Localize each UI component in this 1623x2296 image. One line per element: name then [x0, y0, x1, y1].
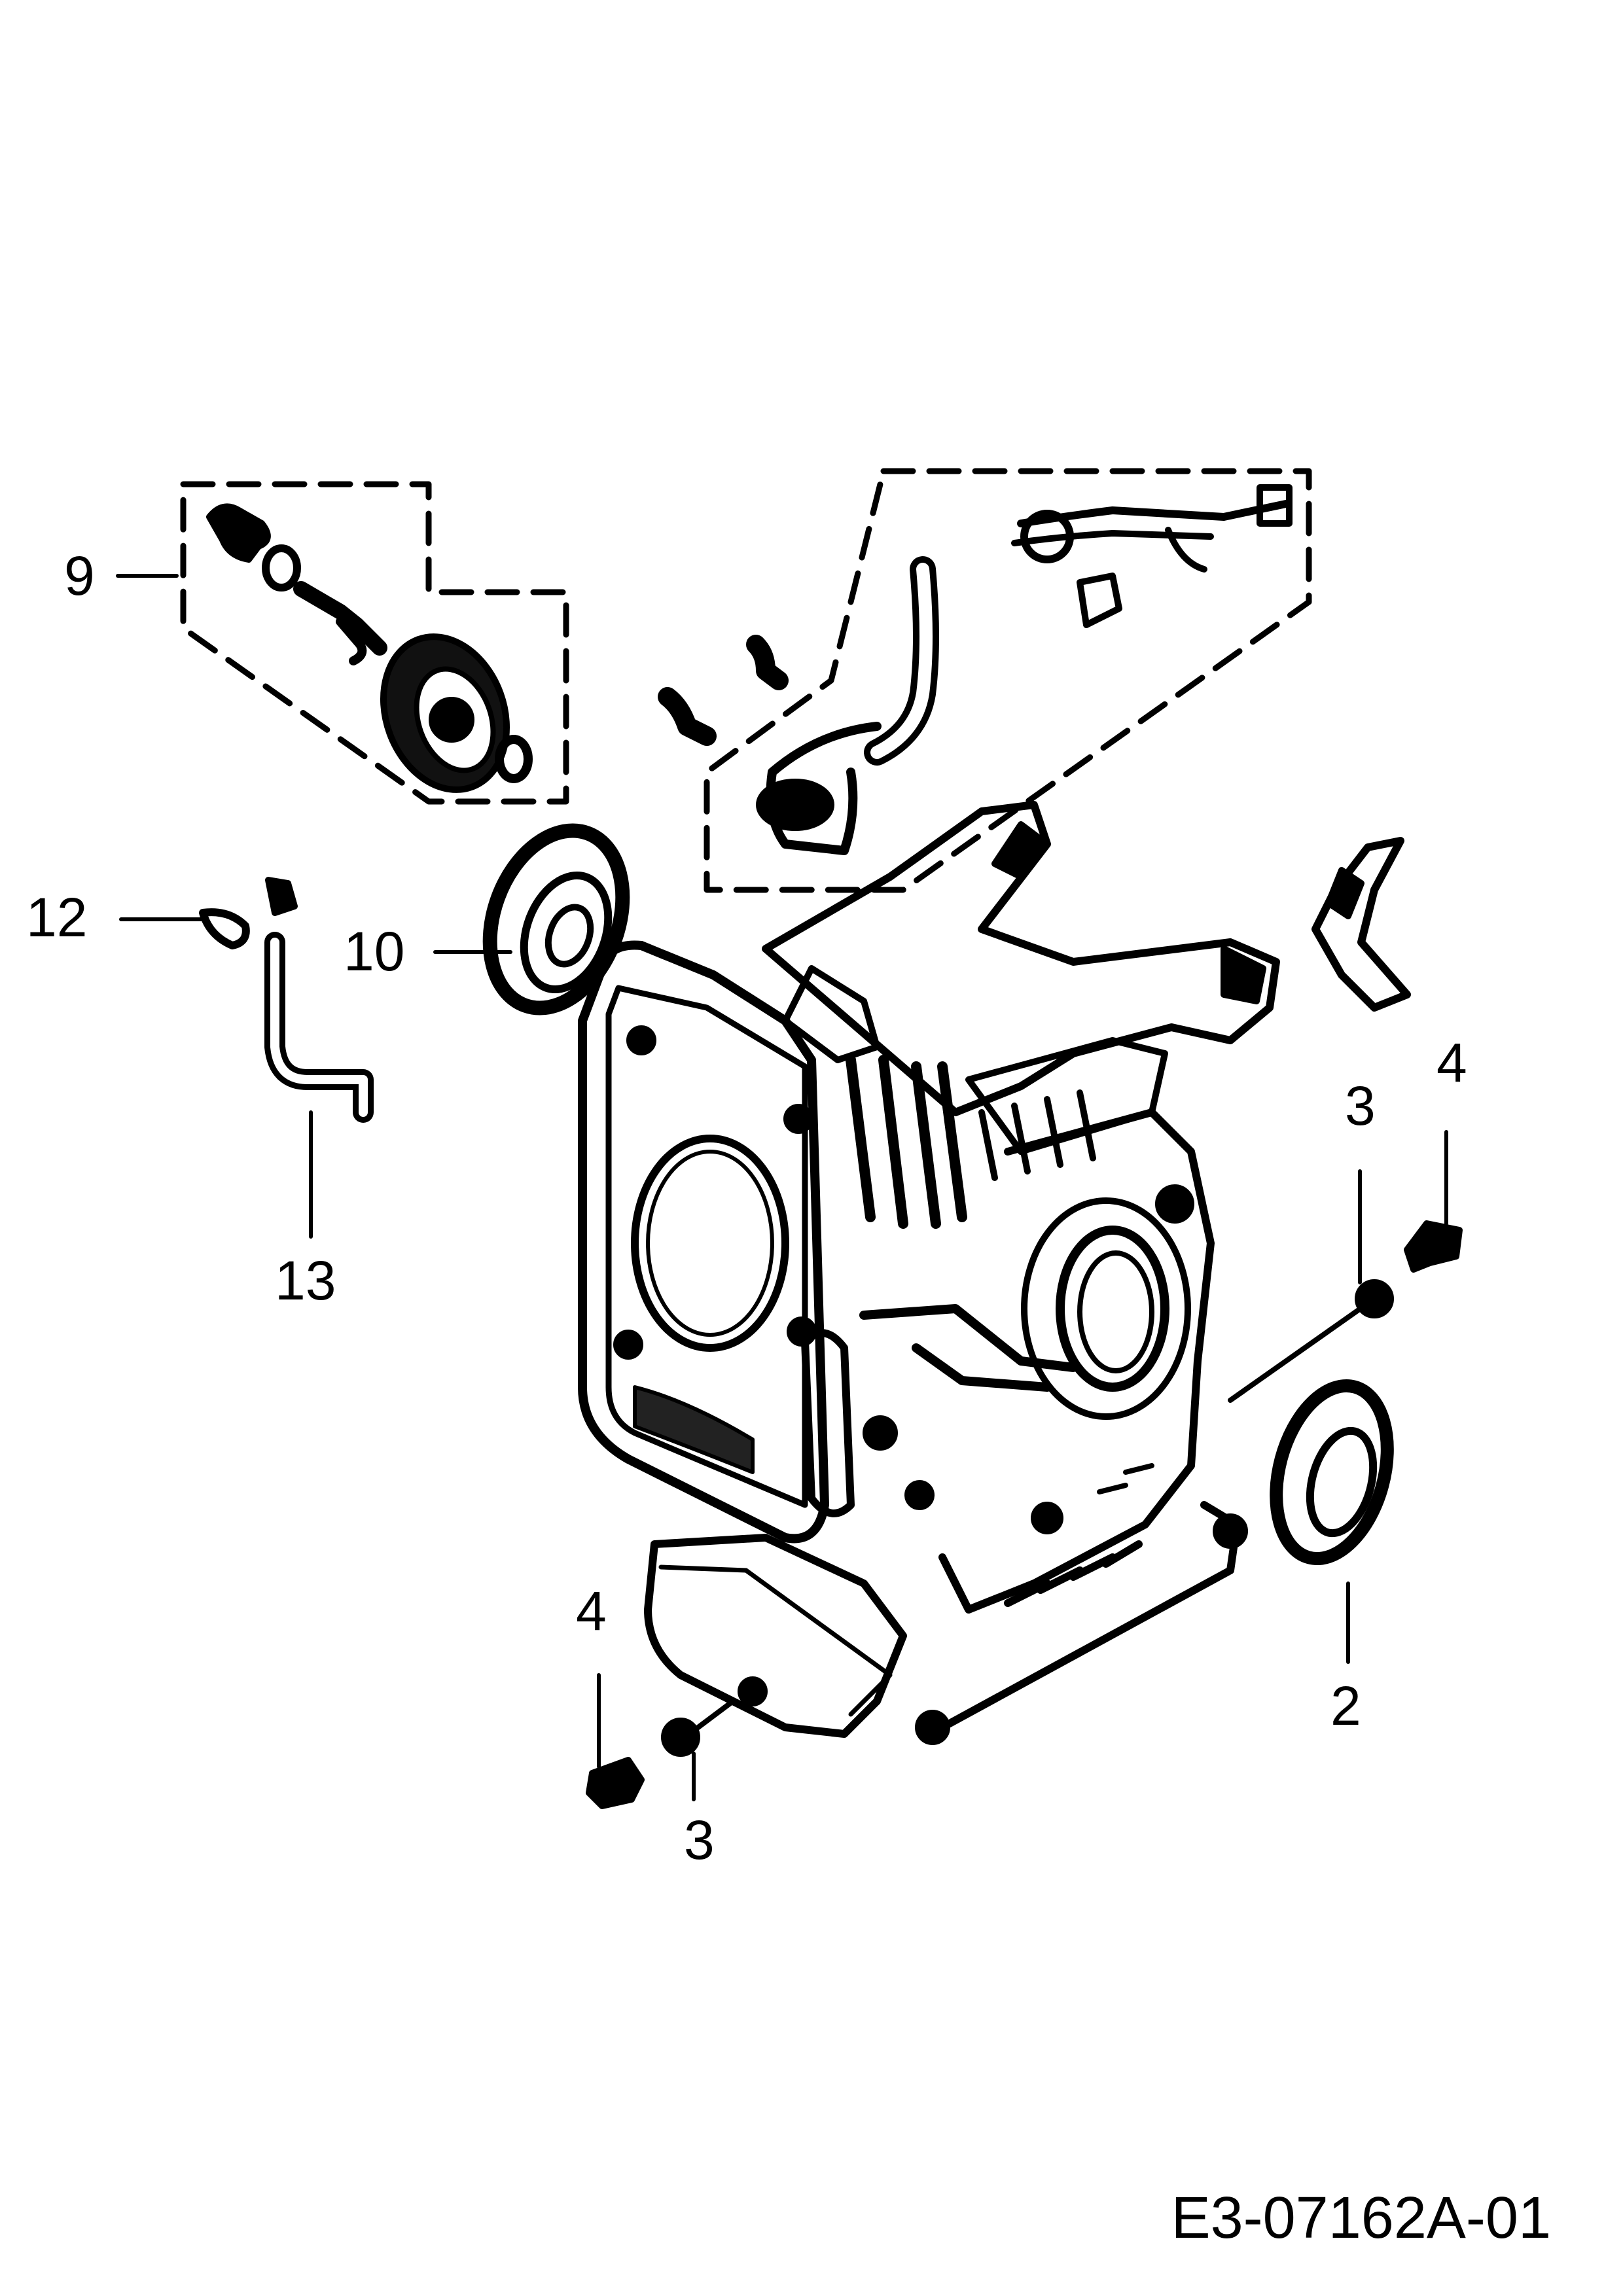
callout-4-left: 4 — [576, 1580, 607, 1642]
bracket — [1311, 837, 1411, 1012]
bearing-10 — [482, 823, 630, 1016]
group-box-9 — [180, 481, 569, 805]
callout-12: 12 — [26, 887, 88, 948]
group-box-breather — [704, 468, 1312, 893]
callout-13: 13 — [275, 1250, 336, 1311]
callout-2: 2 — [1330, 1675, 1361, 1737]
oil-tube-13 — [264, 877, 374, 1123]
clip-12 — [199, 908, 250, 949]
breather-assembly — [658, 484, 1293, 855]
callout-3-right: 3 — [1345, 1075, 1376, 1137]
callout-10: 10 — [344, 921, 405, 982]
crankcase-block — [578, 801, 1280, 1745]
document-code: E3-07162A-01 — [1171, 2185, 1551, 2251]
oil-seal-2 — [1270, 1379, 1394, 1566]
callout-4-right: 4 — [1436, 1032, 1467, 1093]
fasteners-left — [586, 1699, 736, 1809]
oil-pump-assembly — [206, 503, 533, 793]
leader-lines — [116, 574, 1448, 1801]
callout-9: 9 — [64, 545, 95, 607]
fasteners-right — [1228, 1220, 1463, 1403]
callout-3-left: 3 — [684, 1809, 715, 1871]
